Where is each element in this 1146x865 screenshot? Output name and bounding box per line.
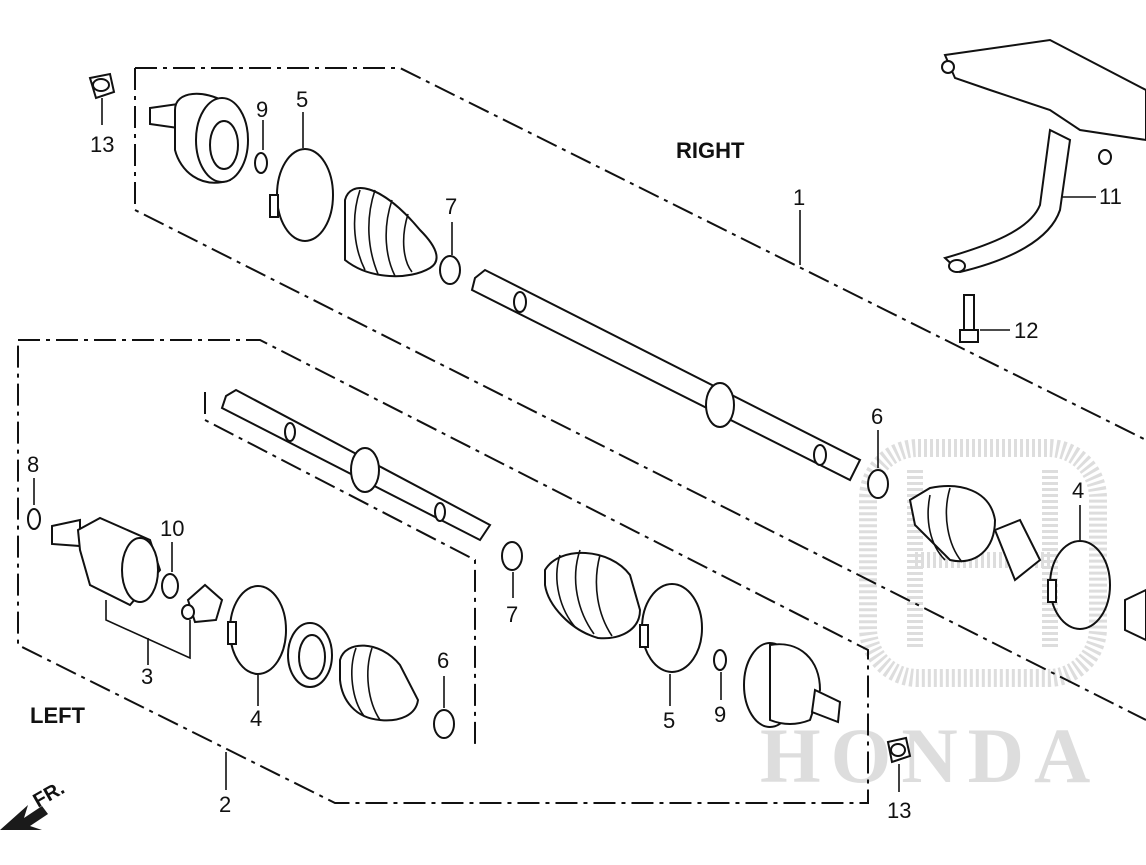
flange-bolt-12 [959,294,979,343]
boot-band-4-left [227,585,287,675]
front-direction-label: FR. [30,777,69,812]
honda-watermark: HONDA [760,439,1107,799]
callout-9-left: 9 [714,702,726,727]
left-group-label: LEFT [30,703,86,728]
boot-band-4-right [1047,540,1111,630]
boot-band-7-right [439,255,461,285]
spindle-nut-bottom [886,736,912,764]
outboard-joint-left [743,642,842,728]
callout-1: 1 [793,185,805,210]
clip-10 [161,573,179,599]
outer-boot-right [344,187,438,278]
callout-8: 8 [27,452,39,477]
left-assembly-boundary [17,339,869,804]
boot-band-6-left [433,709,455,739]
callout-3: 3 [141,664,153,689]
boot-band-5-right [269,148,334,242]
callout-13-top: 13 [90,132,114,157]
boot-band-7-left [501,541,523,571]
clip-9-right [254,152,268,174]
right-group-label: RIGHT [676,138,745,163]
callout-11: 11 [1099,184,1122,209]
boot-band-5-left [639,583,703,673]
inner-boot-left [339,644,420,722]
callout-12: 12 [1014,318,1038,343]
right-assembly-boundary [134,67,1146,721]
watermark-text: HONDA [760,712,1100,799]
inboard-joint-right-partial [1124,588,1146,642]
callout-13-bottom: 13 [887,798,911,823]
callout-6-right: 6 [871,404,883,429]
inboard-joint-housing [51,516,162,607]
half-shaft-left [220,388,492,542]
callout-5-top: 5 [296,87,308,112]
callout-5-left: 5 [663,708,675,733]
callout-4-right: 4 [1072,478,1084,503]
clip-9-left [713,649,727,671]
callout-9-top: 9 [256,97,268,122]
callout-4-left: 4 [250,706,262,731]
boot-band-6-right [867,469,889,499]
outer-boot-left [544,549,642,640]
spindle-nut-top [88,72,116,100]
callout-2: 2 [219,792,231,817]
damper-ring-left [287,622,333,688]
callout-10: 10 [160,516,184,541]
callout-7-left: 7 [506,602,518,627]
inner-boot-right [908,485,1042,582]
snap-ring-8 [27,508,41,530]
spider-assembly [181,583,224,624]
callout-7-top: 7 [445,194,457,219]
outboard-joint-right [149,92,249,184]
half-shaft-right [470,268,862,482]
front-direction-arrow: FR. [0,777,68,830]
bearing-support-bracket [941,38,1146,274]
callout-6-left: 6 [437,648,449,673]
